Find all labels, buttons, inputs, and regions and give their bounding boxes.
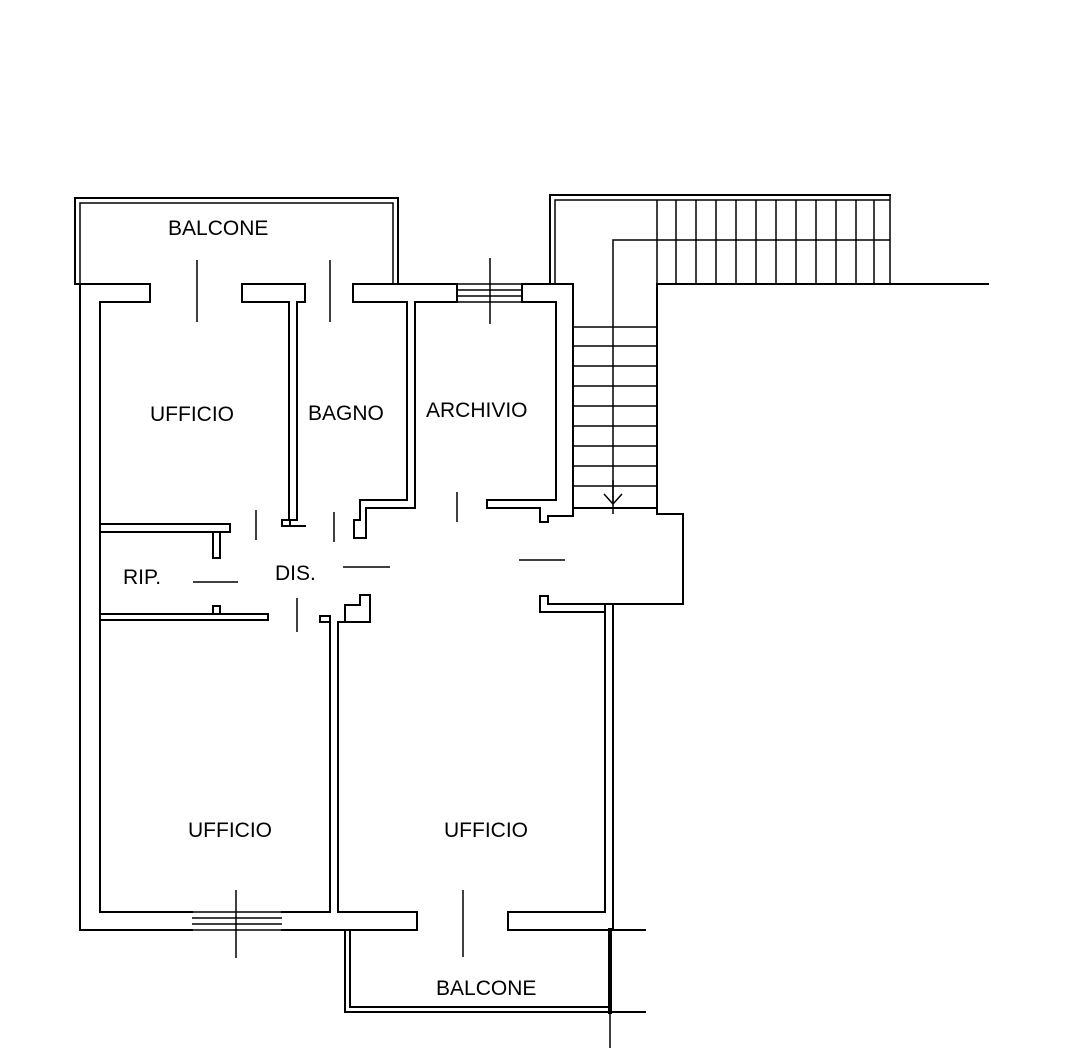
room-label-balcone-bottom: BALCONE <box>436 977 536 1000</box>
room-label-ufficio-bottom-left: UFFICIO <box>188 819 272 842</box>
staircase <box>549 194 989 515</box>
room-label-balcone-top: BALCONE <box>168 217 268 240</box>
archivio-walls <box>456 283 574 523</box>
room-label-bagno: BAGNO <box>308 402 384 425</box>
top-walls <box>196 260 458 539</box>
top-balcony <box>74 197 399 285</box>
outer-walls <box>79 283 646 1013</box>
room-label-archivio: ARCHIVIO <box>426 399 528 422</box>
bottom-window <box>192 890 282 958</box>
bottom-balcony-door <box>462 890 612 1048</box>
room-label-ripostiglio: RIP. <box>123 566 161 589</box>
corridor-walls <box>99 510 684 632</box>
room-label-ufficio-bottom-right: UFFICIO <box>444 819 528 842</box>
archivio-window <box>457 258 522 324</box>
room-label-ufficio-top-left: UFFICIO <box>150 403 234 426</box>
stair-arrow <box>603 480 623 506</box>
room-label-disimpegno: DIS. <box>275 562 316 585</box>
